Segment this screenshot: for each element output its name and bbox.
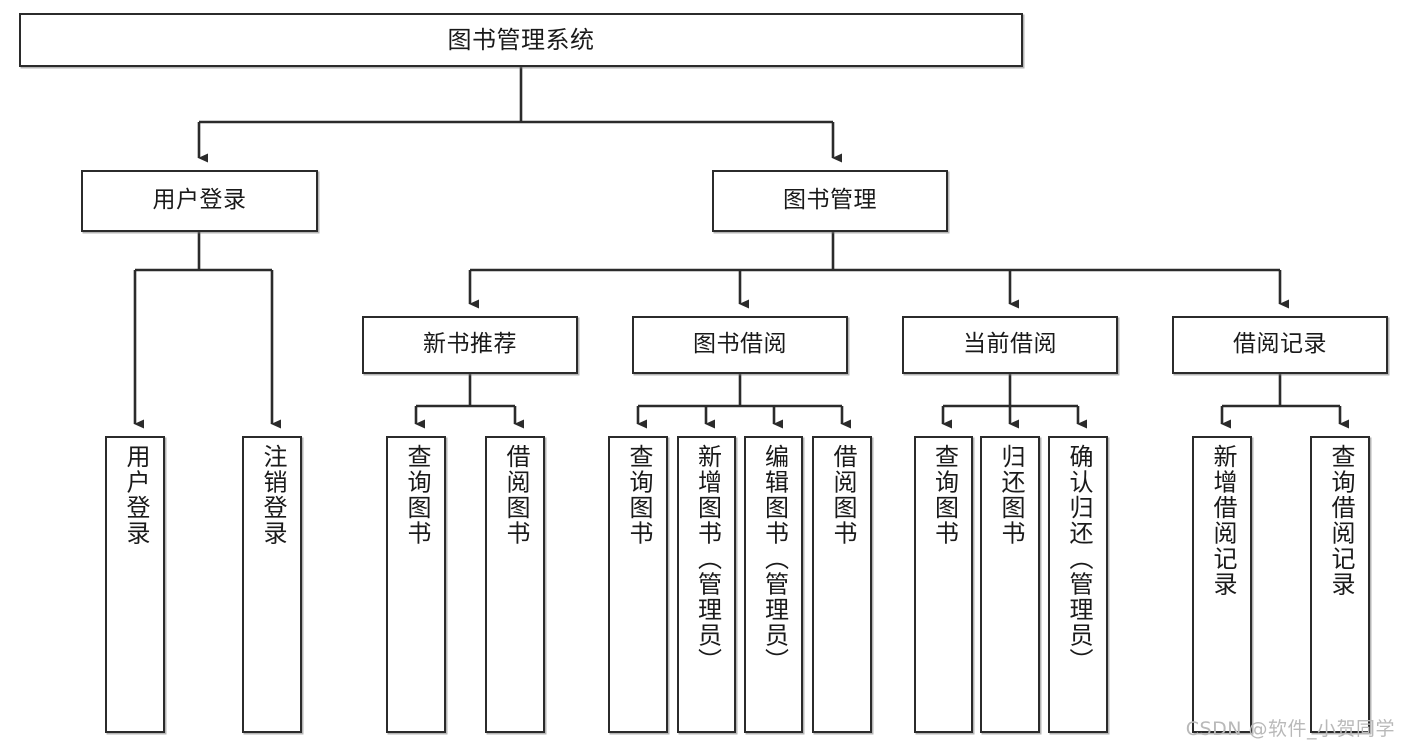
node-current-borrowing[interactable]: 当前借阅 [902,316,1118,374]
leaf-borrow-record-query-record[interactable]: 查询借阅记录 [1310,436,1370,733]
node-book-management[interactable]: 图书管理 [712,170,948,232]
node-label: 用户登录 [152,187,247,214]
node-label: 编辑图书（管理员） [760,444,789,674]
leaf-new-book-borrow-books[interactable]: 借阅图书 [485,436,545,733]
node-new-book-recommendation[interactable]: 新书推荐 [362,316,578,374]
node-label: 新书推荐 [423,331,517,358]
node-label: 查询借阅记录 [1326,444,1355,597]
node-label: 借阅记录 [1233,331,1327,358]
node-label: 借阅图书 [828,444,857,546]
leaf-book-borrow-borrow-books[interactable]: 借阅图书 [812,436,872,733]
node-book-borrowing[interactable]: 图书借阅 [632,316,848,374]
csdn-watermark: CSDN @软件_小贺同学 [1185,718,1395,740]
leaf-current-borrow-return-books[interactable]: 归还图书 [980,436,1040,733]
node-label: 用户登录 [121,444,150,546]
node-root-book-management-system[interactable]: 图书管理系统 [19,13,1023,67]
node-label: 图书借阅 [693,331,787,358]
leaf-new-book-query-books[interactable]: 查询图书 [386,436,446,733]
node-borrowing-record[interactable]: 借阅记录 [1172,316,1388,374]
leaf-book-borrow-add-book-admin[interactable]: 新增图书（管理员） [677,436,736,733]
node-user-login[interactable]: 用户登录 [81,170,318,232]
node-label: 注销登录 [258,444,287,546]
leaf-user-login-login[interactable]: 用户登录 [105,436,165,733]
node-label: 借阅图书 [501,444,530,546]
leaf-user-login-logout[interactable]: 注销登录 [242,436,302,733]
node-label: 查询图书 [930,444,959,546]
leaf-current-borrow-confirm-return-admin[interactable]: 确认归还（管理员） [1048,436,1108,733]
node-label: 当前借阅 [963,331,1057,358]
node-label: 图书管理系统 [447,25,595,54]
node-label: 查询图书 [402,444,431,546]
leaf-book-borrow-edit-book-admin[interactable]: 编辑图书（管理员） [744,436,803,733]
node-label: 新增借阅记录 [1208,444,1237,597]
node-label: 图书管理 [783,187,877,214]
leaf-borrow-record-add-record[interactable]: 新增借阅记录 [1192,436,1252,733]
node-label: 查询图书 [624,444,653,546]
node-label: 新增图书（管理员） [693,444,722,674]
node-label: 归还图书 [996,444,1025,546]
leaf-book-borrow-query-books[interactable]: 查询图书 [608,436,668,733]
leaf-current-borrow-query-books[interactable]: 查询图书 [914,436,973,733]
node-label: 确认归还（管理员） [1064,444,1093,674]
